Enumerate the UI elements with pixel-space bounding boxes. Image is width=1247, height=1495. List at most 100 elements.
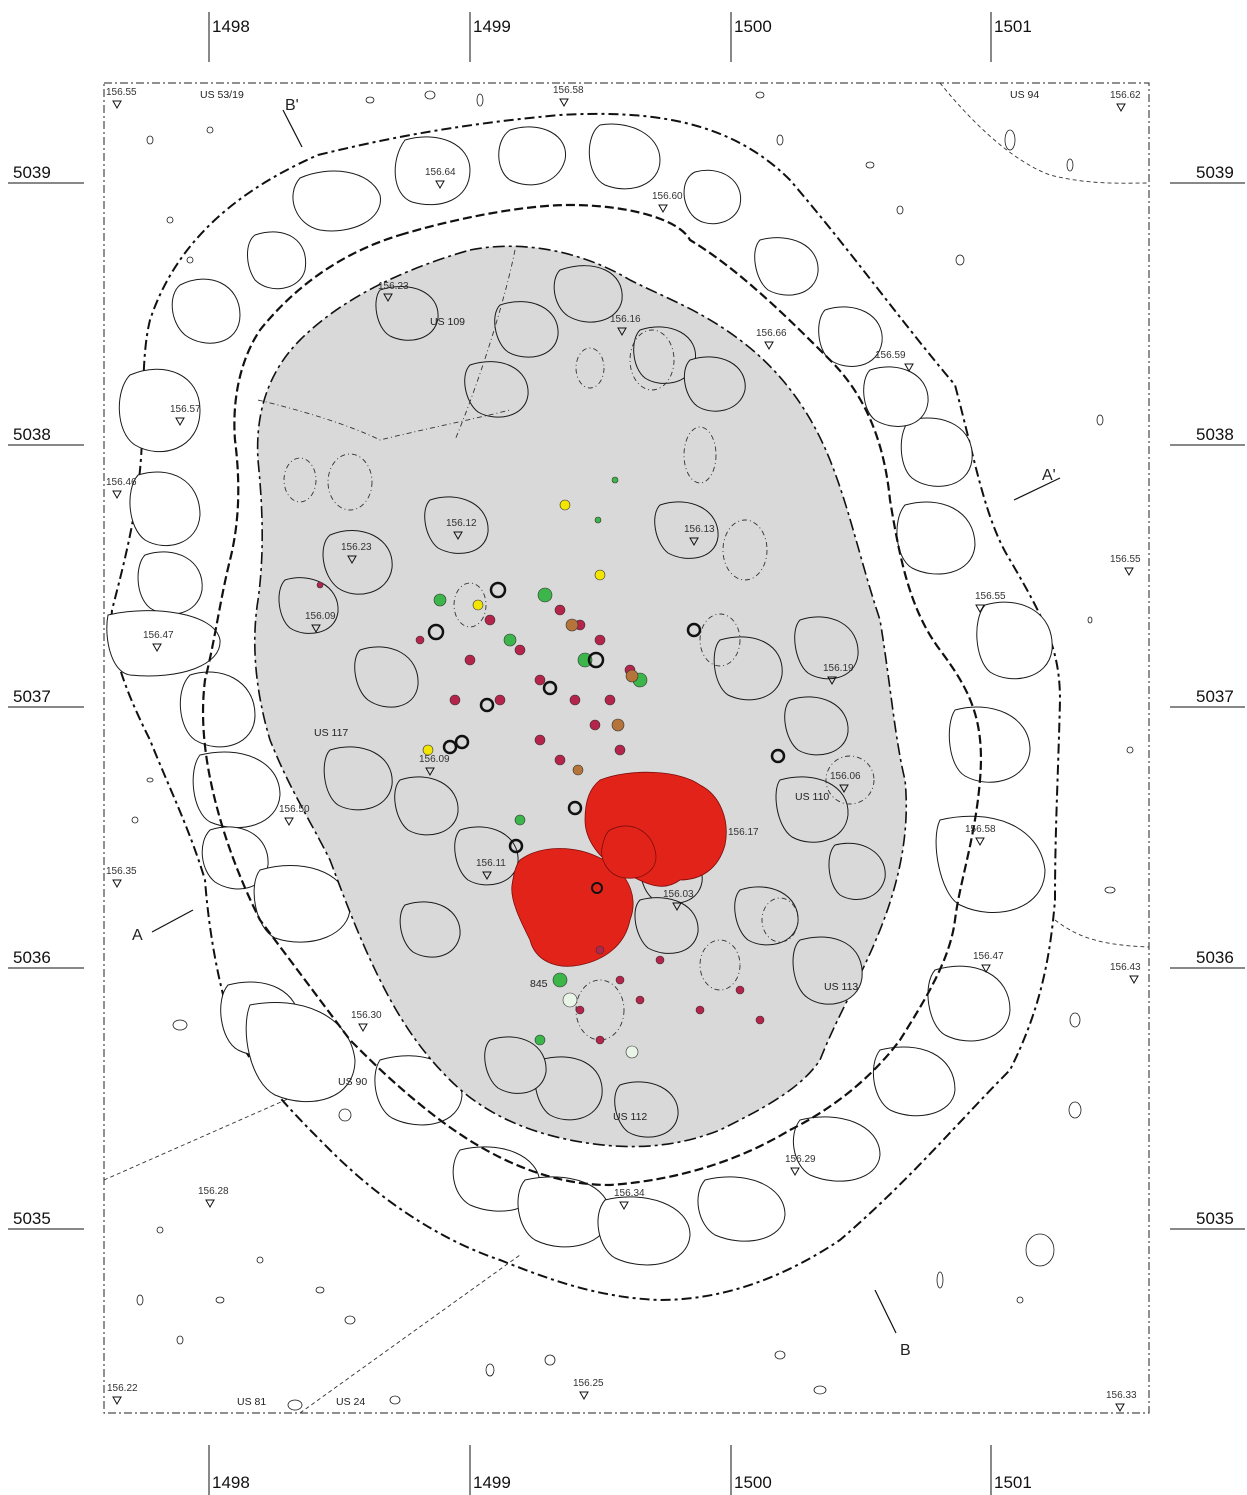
grid-x-bottom-1499: 1499 (473, 1473, 511, 1492)
grid-y-left-5036: 5036 (13, 948, 51, 967)
spot-height: 156.55 (975, 591, 1006, 614)
svg-text:156.29: 156.29 (785, 1154, 816, 1165)
svg-text:156.47: 156.47 (973, 951, 1004, 962)
svg-text:156.46: 156.46 (106, 477, 137, 488)
us-label: US 81 (237, 1396, 266, 1408)
grid-y-left-5037: 5037 (13, 687, 51, 706)
svg-text:156.16: 156.16 (610, 314, 641, 325)
svg-text:156.22: 156.22 (107, 1383, 138, 1394)
section-lines (151, 109, 1061, 1334)
svg-text:156.34: 156.34 (614, 1188, 645, 1199)
svg-text:156.55: 156.55 (975, 591, 1006, 602)
spot-height: 156.50 (279, 804, 310, 827)
inner-cut-line (201, 203, 982, 1187)
svg-text:156.58: 156.58 (553, 85, 584, 96)
excavation-border (103, 82, 1150, 1414)
svg-text:156.11: 156.11 (476, 858, 506, 869)
grid-x-bottom-1500: 1500 (734, 1473, 772, 1492)
grid-y-right-5035: 5035 (1196, 1209, 1234, 1228)
spot-height: 156.62 (1110, 90, 1141, 113)
context-boundaries (103, 82, 1150, 1414)
inner-stones (278, 265, 886, 1138)
spot-height: 156.28 (198, 1186, 229, 1209)
spot-height: 156.06 (830, 771, 861, 794)
spot-height: 156.11 (476, 858, 506, 881)
spot-height: 156.12 (446, 518, 477, 541)
spot-height: 156.47 (143, 630, 174, 653)
us-label: US 110 (795, 791, 829, 803)
outer-cut-line (110, 112, 1062, 1302)
spot-height: 156.58 (553, 85, 584, 108)
spot-height: 156.43 (1110, 962, 1141, 985)
grid-x-bottom-1498: 1498 (212, 1473, 250, 1492)
grid-y-right-5039: 5039 (1196, 163, 1234, 182)
grid-y-left-5039: 5039 (13, 163, 51, 182)
finds-scatter (316, 476, 786, 1059)
spot-height: 156.13 (684, 524, 715, 547)
svg-text:156.06: 156.06 (830, 771, 861, 782)
grid (8, 12, 1245, 1495)
grid-y-left-5038: 5038 (13, 425, 51, 444)
grid-x-top-1500: 1500 (734, 17, 772, 36)
us-labels: US 53/19 US 94 US 109 US 117 US 110 US 1… (200, 89, 1039, 1408)
grid-x-top-1498: 1498 (212, 17, 250, 36)
svg-text:156.57: 156.57 (170, 404, 201, 415)
spot-height: 156.47 (973, 951, 1004, 974)
pebbles (131, 90, 1134, 1411)
spot-height: 156.23 (378, 281, 409, 303)
spot-height: 156.58 (965, 824, 996, 847)
spot-height: 156.23 (341, 542, 372, 565)
spot-height: 156.46 (106, 477, 137, 500)
us-label: US 94 (1010, 89, 1039, 101)
svg-text:156.09: 156.09 (419, 754, 450, 765)
svg-text:156.58: 156.58 (965, 824, 996, 835)
grid-x-top-1501: 1501 (994, 17, 1032, 36)
grid-y-right-5037: 5037 (1196, 687, 1234, 706)
spot-height: 156.64 (425, 167, 456, 190)
grid-labels: 1498 1499 1500 1501 1498 1499 1500 1501 … (13, 17, 1234, 1492)
spot-height: 156.09 (419, 754, 450, 777)
grid-x-top-1499: 1499 (473, 17, 511, 36)
spot-height: 156.19 (823, 663, 854, 686)
section-label-b-bottom: B (900, 1342, 911, 1359)
spot-height: 156.34 (614, 1188, 645, 1211)
svg-text:156.30: 156.30 (351, 1010, 382, 1021)
spot-height: 156.16 (610, 314, 641, 337)
svg-text:156.62: 156.62 (1110, 90, 1141, 101)
svg-text:156.23: 156.23 (378, 281, 409, 292)
grid-y-left-5035: 5035 (13, 1209, 51, 1228)
us-label: US 109 (430, 316, 465, 328)
spot-heights: 156.55 156.58 156.62 156.64 156.60 156.2… (106, 85, 1141, 1413)
spot-height: 156.55 (1110, 554, 1141, 577)
grid-y-right-5036: 5036 (1196, 948, 1234, 967)
svg-text:156.55: 156.55 (106, 87, 137, 98)
section-label-b-prime-top: B' (285, 97, 299, 114)
us-label: US 112 (613, 1111, 647, 1123)
us-label: US 117 (314, 727, 348, 739)
find-label-845: 845 (530, 978, 548, 990)
us-label: US 53/19 (200, 89, 244, 101)
us-label: US 113 (824, 981, 858, 993)
svg-text:156.64: 156.64 (425, 167, 456, 178)
svg-text:156.35: 156.35 (106, 866, 137, 877)
grid-x-bottom-1501: 1501 (994, 1473, 1032, 1492)
spot-height: 156.30 (351, 1010, 382, 1033)
svg-text:156.33: 156.33 (1106, 1390, 1137, 1401)
svg-text:156.09: 156.09 (305, 611, 336, 622)
spot-height: 156.66 (756, 328, 787, 351)
svg-text:156.25: 156.25 (573, 1378, 604, 1389)
spot-height: 156.57 (170, 404, 201, 427)
spot-height: 156.09 (305, 611, 336, 634)
spot-height: 156.35 (106, 866, 137, 889)
outer-stone-ring (106, 123, 1053, 1266)
svg-text:156.28: 156.28 (198, 1186, 229, 1197)
us-label: US 24 (336, 1396, 365, 1408)
svg-text:156.17: 156.17 (728, 827, 759, 838)
spot-height: 156.25 (573, 1378, 604, 1401)
section-label-a-left: A (132, 927, 143, 944)
svg-text:156.19: 156.19 (823, 663, 854, 674)
spot-height: 156.17 (728, 827, 759, 838)
grid-y-right-5038: 5038 (1196, 425, 1234, 444)
svg-text:156.50: 156.50 (279, 804, 310, 815)
